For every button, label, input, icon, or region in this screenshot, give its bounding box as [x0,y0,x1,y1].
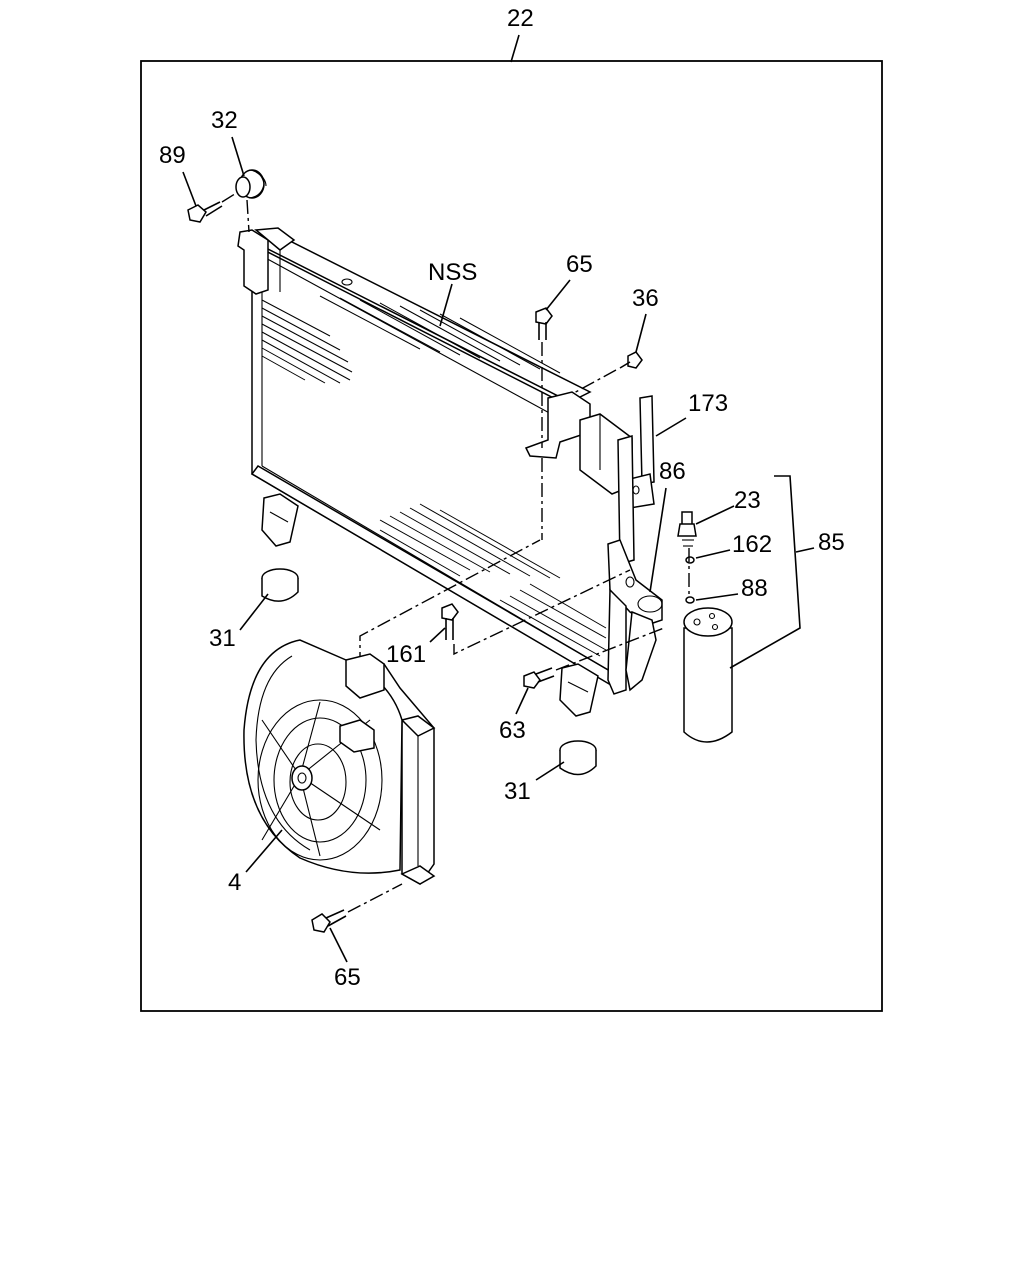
bolt-65-top-icon [535,307,553,340]
leader-4 [245,829,283,873]
callout-85: 85 [818,529,845,556]
leader-nss [439,283,453,327]
rubber-mount-32-icon [235,169,267,199]
callout-nss: NSS [428,259,477,286]
alignment-line-65-bottom [347,883,403,913]
leader-32 [231,136,245,177]
callout-31-left: 31 [209,625,236,652]
callout-4: 4 [228,869,241,896]
bolt-63-icon [523,667,555,689]
callout-162: 162 [732,531,772,558]
condenser-icon [237,227,633,717]
callout-36: 36 [632,285,659,312]
callout-23: 23 [734,487,761,514]
bolt-89-icon [187,201,223,223]
alignment-line-89 [221,191,239,203]
leader-31-right [535,761,565,781]
callout-65-top: 65 [566,251,593,278]
bracket-85-group [729,475,801,669]
leader-31-left [239,593,269,631]
callout-161: 161 [386,641,426,668]
leader-63 [515,687,529,715]
leader-85 [795,547,815,553]
leader-89 [182,171,197,207]
callout-173: 173 [688,390,728,417]
callout-31-right: 31 [504,778,531,805]
leader-162 [695,549,731,559]
pipe-86-icon [607,435,663,695]
leader-173 [655,417,687,437]
leader-65-top [545,279,571,311]
callout-89: 89 [159,142,186,169]
rubber-mount-31-right-icon [559,740,597,776]
leader-86 [649,487,667,593]
receiver-drier-85-icon [683,607,733,743]
alignment-line-36 [571,369,617,395]
assembly-frame [140,60,883,1012]
leader-65-bottom [329,927,348,963]
leader-161 [429,627,446,643]
callout-63: 63 [499,717,526,744]
callout-65-bottom: 65 [334,964,361,991]
bolt-65-bottom-icon [311,909,347,933]
pressure-switch-23-icon [677,511,697,547]
assembly-leader-line [510,34,520,63]
alignment-line-63 [555,627,665,671]
leader-36 [635,313,647,353]
o-ring-162-icon [685,556,695,564]
leader-88 [695,593,739,601]
callout-88: 88 [741,575,768,602]
rubber-mount-31-left-icon [261,568,299,602]
alignment-line-32 [246,199,250,233]
alignment-line-161 [453,569,631,656]
fan-motor-assembly-4-icon [243,639,436,885]
leader-23 [695,505,735,525]
callout-32: 32 [211,107,238,134]
callout-86: 86 [659,458,686,485]
o-ring-88-icon [685,596,695,604]
assembly-number-label: 22 [507,5,534,32]
bolt-161-icon [441,603,459,640]
screw-36-icon [619,351,643,369]
